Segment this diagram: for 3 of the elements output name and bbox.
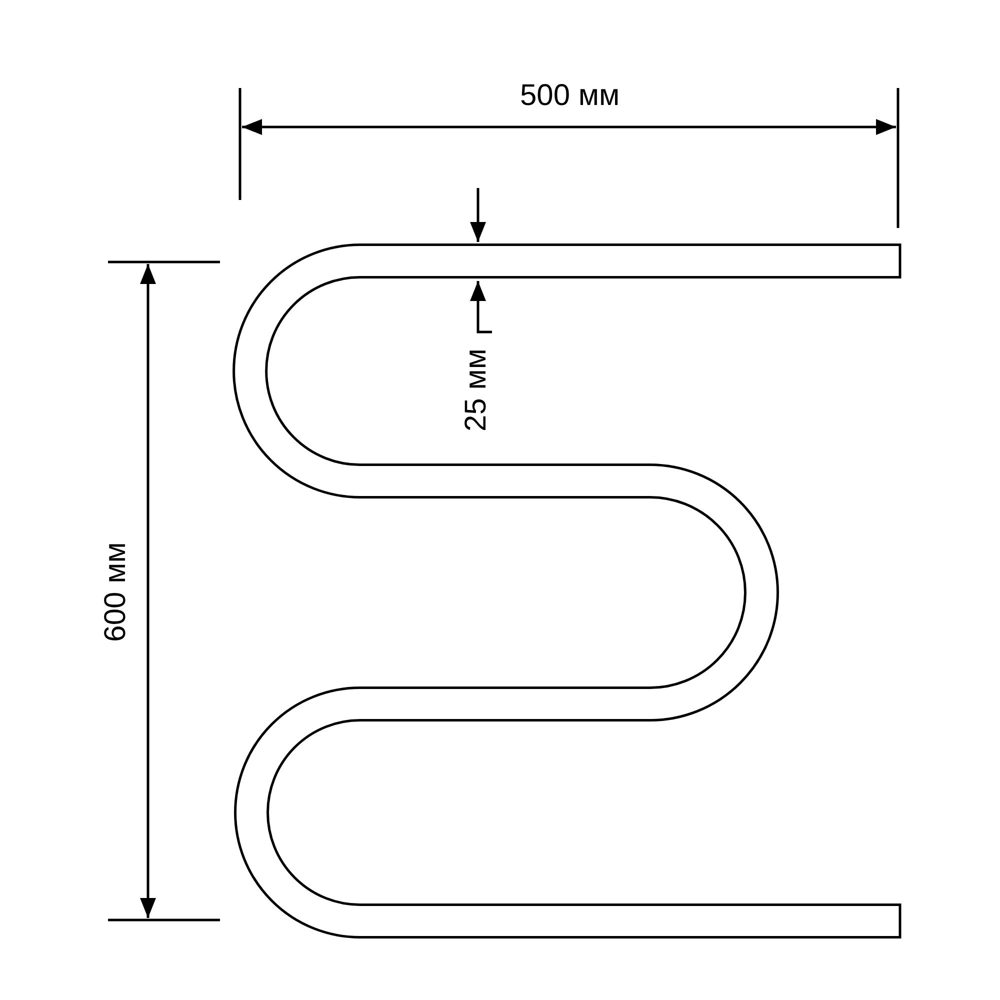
dimension-label: 500 мм (520, 81, 620, 111)
dimension-label: 25 мм (460, 348, 491, 432)
dimension-label: 600 мм (100, 542, 131, 642)
